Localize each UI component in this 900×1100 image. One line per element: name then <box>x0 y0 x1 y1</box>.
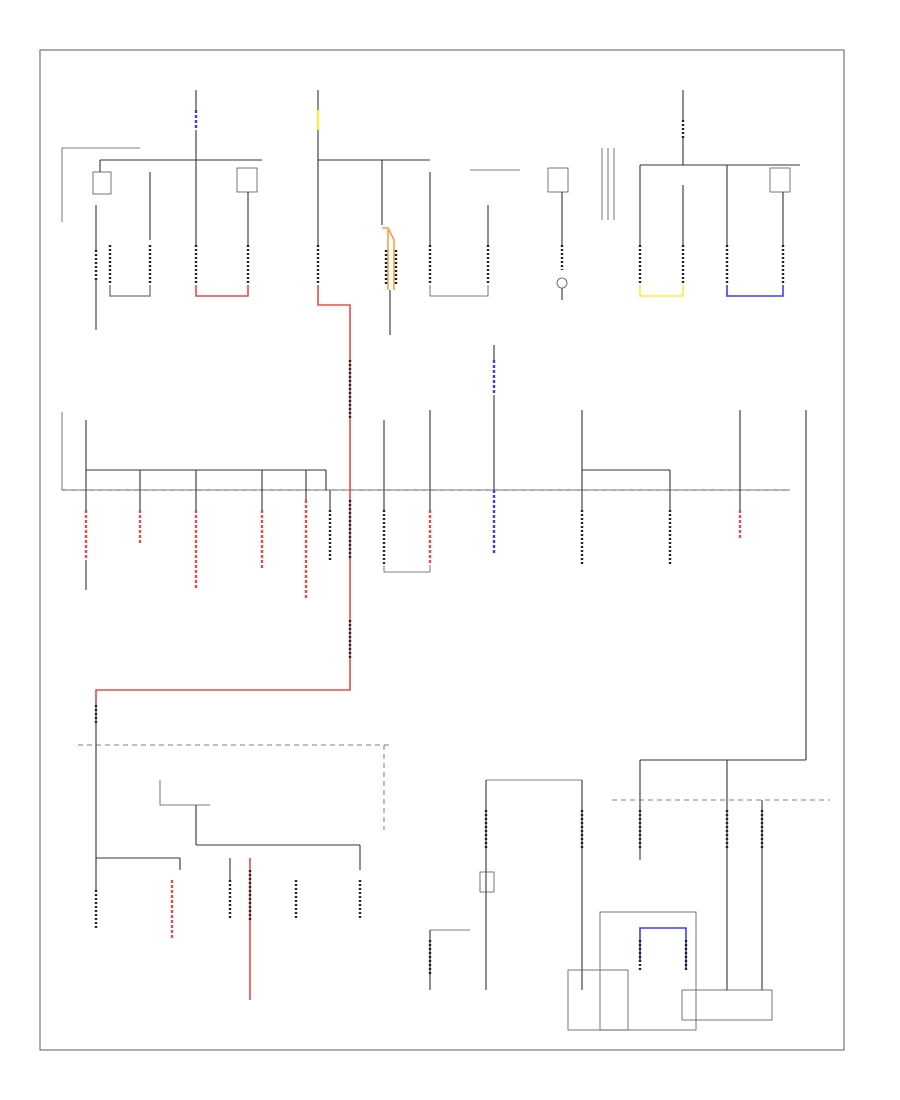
fuse-top-center <box>316 160 520 350</box>
diode-module <box>547 148 615 300</box>
fuse-top-3 <box>194 160 258 297</box>
fuse-top-right <box>638 165 791 297</box>
fuse-top-2 <box>108 172 152 297</box>
mid-fuse-columns <box>84 410 807 740</box>
bottom-center-circuit <box>428 779 584 990</box>
relay-top-1 <box>92 160 112 330</box>
diagram-frame <box>39 49 845 1051</box>
bottom-right-circuit <box>567 740 830 1031</box>
